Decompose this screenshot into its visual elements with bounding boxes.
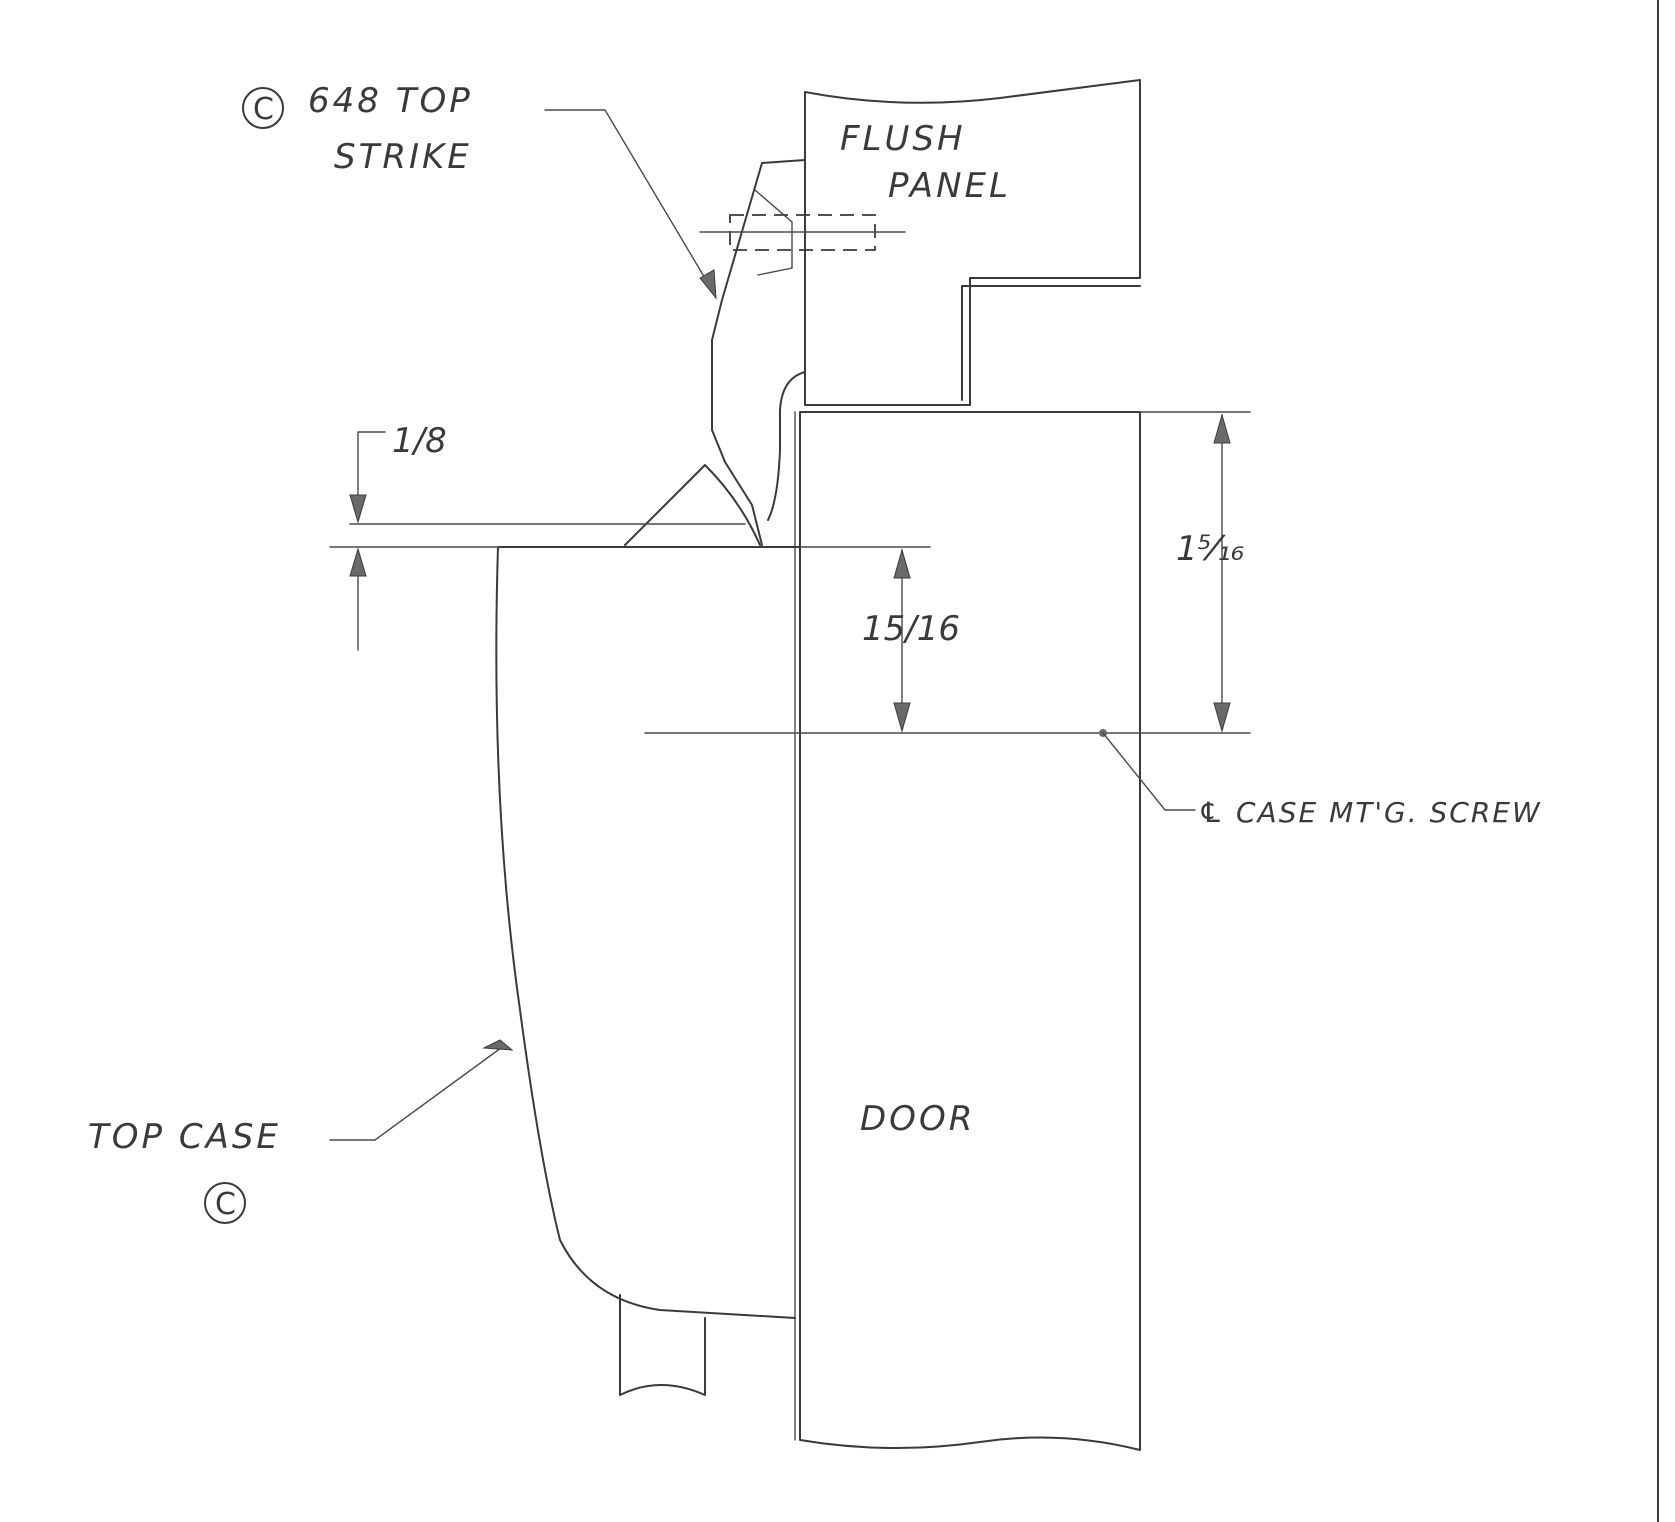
door-label: DOOR — [860, 1099, 975, 1139]
strike-lip — [767, 371, 806, 521]
door-outline — [799, 411, 1141, 1451]
top-strike-profile — [711, 159, 806, 546]
flush-label-line1: FLUSH — [840, 119, 966, 159]
dim-gap-arrow-top — [349, 494, 367, 524]
latch-bolt — [624, 464, 761, 546]
dim-case-arrow-top — [893, 548, 911, 579]
strike-label-line1: 648 TOP — [308, 81, 473, 121]
flush-panel-outline — [804, 79, 1141, 406]
dim-gap-leader — [357, 431, 386, 501]
strike-mark: C — [253, 92, 274, 127]
dim-case-arrow-bottom — [893, 702, 911, 733]
strike-mark-circle — [242, 87, 284, 129]
strike-leader-arrow — [699, 269, 717, 300]
case-screw-label: ℄ CASE MT'G. SCREW — [1198, 796, 1542, 829]
strike-label-line2: STRIKE — [334, 137, 472, 177]
case-screw-leader — [1102, 732, 1196, 811]
top-case-label: TOP CASE — [88, 1117, 281, 1157]
flush-label-line2: PANEL — [888, 166, 1011, 206]
panel-step — [961, 285, 1141, 401]
dim-gap-arrow-bottom — [349, 547, 367, 577]
top-case-leader-arrow — [482, 1039, 514, 1051]
strike-screw — [729, 214, 876, 251]
dim-panel-arrow-bottom — [1213, 702, 1231, 733]
dim-case-text: 15/16 — [862, 609, 960, 649]
strike-bevel — [754, 189, 793, 276]
top-case-leader — [329, 1044, 506, 1141]
case-mark-circle — [204, 1182, 246, 1224]
dim-panel-text: 1⁵⁄₁₆ — [1176, 529, 1244, 569]
case-mark: C — [215, 1187, 236, 1222]
top-case-outline — [495, 546, 801, 1319]
dim-gap-text: 1/8 — [392, 421, 447, 461]
dim-panel-arrow-top — [1213, 413, 1231, 444]
case-pipe — [619, 1294, 706, 1396]
strike-leader — [544, 109, 713, 291]
